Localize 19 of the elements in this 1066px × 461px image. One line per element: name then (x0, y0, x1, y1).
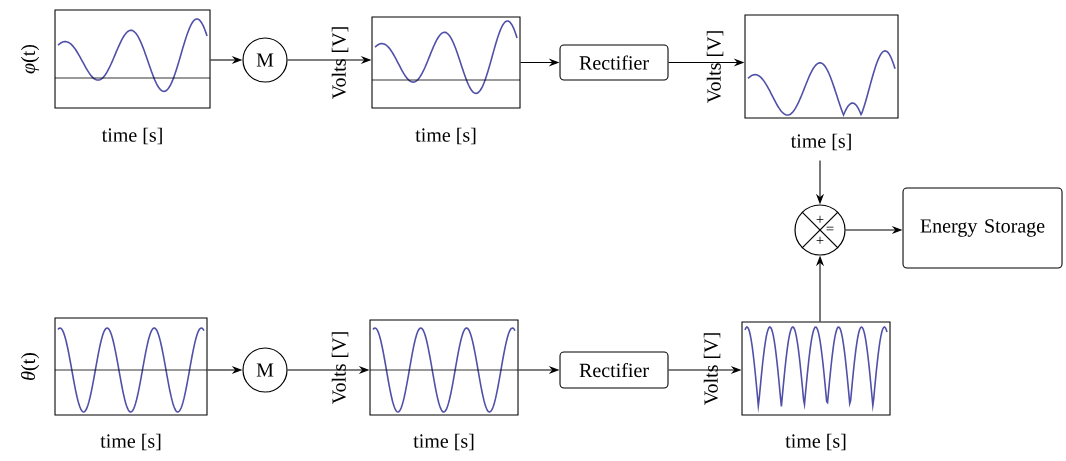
axis-label: time [s] (101, 127, 162, 145)
axis-label: time [s] (413, 433, 474, 451)
plot-frame (744, 14, 899, 119)
axis-label: time [s] (790, 133, 851, 151)
axis-label: Volts [V] (703, 333, 721, 406)
axis-label: Volts [V] (331, 332, 349, 405)
axis-label: time [s] (100, 433, 161, 451)
summing-junction: + = + (794, 204, 846, 256)
plot-frame (371, 16, 521, 109)
axis-label: time [s] (785, 433, 846, 451)
process-box: Rectifier (559, 351, 669, 389)
plot-frame (54, 9, 211, 109)
axis-label: φ(t) (20, 44, 40, 74)
axis-label: Volts [V] (706, 31, 724, 104)
axis-label: θ(t) (20, 353, 40, 380)
process-box: Rectifier (559, 44, 669, 81)
axis-label: Volts [V] (331, 27, 349, 100)
axis-label: time [s] (415, 127, 476, 145)
process-box: Energy Storage (902, 187, 1063, 269)
